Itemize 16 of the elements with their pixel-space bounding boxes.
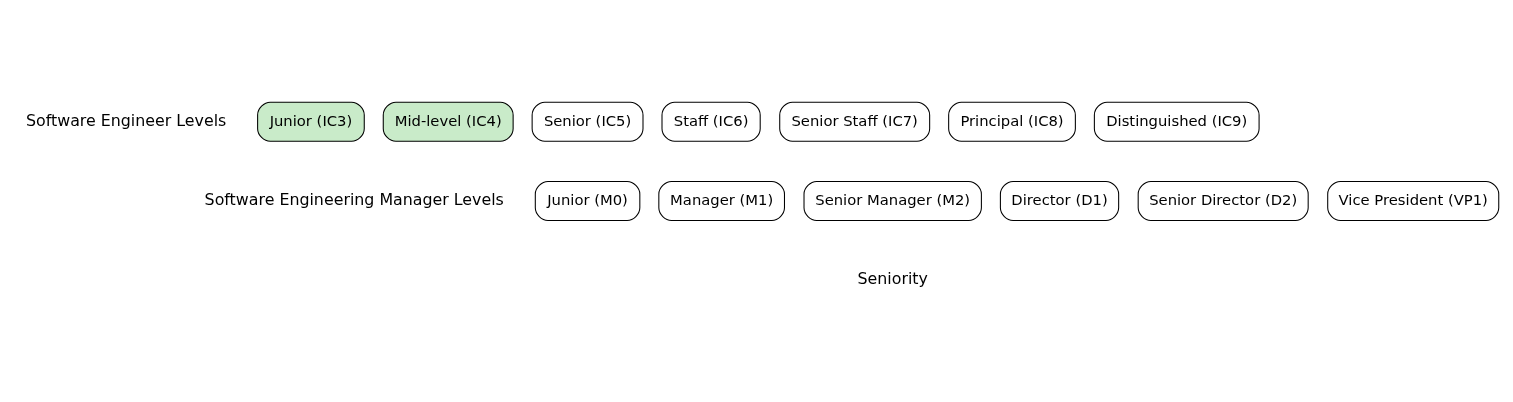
node-box: Senior Manager (M2) xyxy=(803,180,982,222)
label: Software Engineer Levels xyxy=(25,110,227,130)
node-box: Senior Director (D2) xyxy=(1137,180,1309,222)
node-box: Senior (IC5) xyxy=(531,101,644,142)
label: Seniority xyxy=(857,268,928,288)
node-box: Director (D1) xyxy=(999,180,1120,222)
node-box: Distinguished (IC9) xyxy=(1093,101,1260,142)
node-box: Mid-level (IC4) xyxy=(382,101,514,142)
label: Software Engineering Manager Levels xyxy=(204,189,504,209)
node-box: Junior (IC3) xyxy=(257,101,365,142)
node-box: Senior Staff (IC7) xyxy=(779,101,931,142)
node-box: Vice President (VP1) xyxy=(1327,180,1500,222)
node-box: Manager (M1) xyxy=(658,180,785,222)
node-box: Staff (IC6) xyxy=(661,101,761,142)
node-box: Junior (M0) xyxy=(534,180,641,222)
node-box: Principal (IC8) xyxy=(948,101,1076,142)
